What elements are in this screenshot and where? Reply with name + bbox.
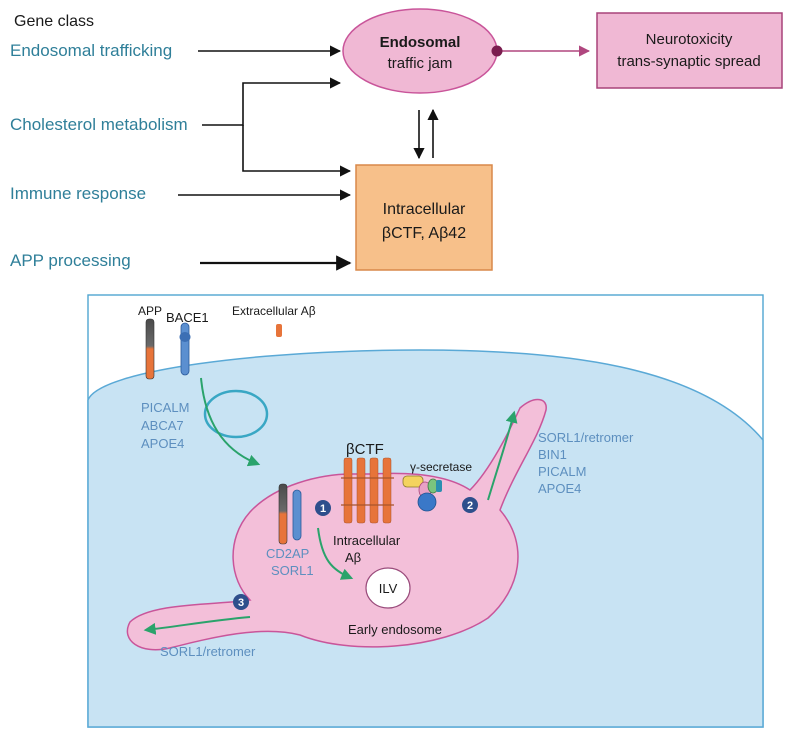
neurotoxicity-label-1: Neurotoxicity <box>646 31 733 48</box>
endosome-app-protein <box>278 483 288 545</box>
gene-cd2ap: CD2AP <box>266 546 309 561</box>
gene-class-panel: Gene class Endosomal trafficking Cholest… <box>10 13 188 270</box>
intracellular-abeta-label-2: Aβ <box>345 550 361 565</box>
gamma-secretase-label: γ-secretase <box>410 460 472 474</box>
gene-apoe4-2: APOE4 <box>538 481 581 496</box>
svg-text:1: 1 <box>320 503 326 515</box>
gamma-secretase-complex <box>402 475 442 512</box>
step-badge-3: 3 <box>233 594 249 610</box>
app-label: APP <box>138 304 162 318</box>
arrow-retrograde <box>143 616 251 635</box>
endosome-bace1-protein <box>292 489 302 541</box>
gene-bin1: BIN1 <box>538 447 567 462</box>
membrane-app-bace1: APP BACE1 Extracellular Aβ <box>138 304 316 380</box>
gene-class-endosomal: Endosomal trafficking <box>10 41 172 60</box>
gene-class-cholesterol: Cholesterol metabolism <box>10 115 188 134</box>
bctf-fragment <box>356 457 366 524</box>
early-endosome-label: Early endosome <box>348 622 442 637</box>
gene-apoe4: APOE4 <box>141 436 184 451</box>
intracellular-abeta-label-1: Intracellular <box>333 533 401 548</box>
traffic-jam-label-2: traffic jam <box>388 55 453 72</box>
neurotoxicity-node: Neurotoxicity trans-synaptic spread <box>596 12 783 89</box>
endosomal-traffic-jam-node: Endosomal traffic jam <box>342 8 498 94</box>
svg-text:3: 3 <box>238 597 244 609</box>
gene-sorl1-retromer-retrograde: SORL1/retromer <box>160 644 256 659</box>
arrow-endocytosis <box>200 377 261 467</box>
bace1-label: BACE1 <box>166 310 209 325</box>
ilv-vesicle <box>365 567 411 609</box>
gene-picalm-2: PICALM <box>538 464 586 479</box>
arrow-cholesterol-to-jam <box>202 77 342 126</box>
bctf-cluster <box>341 457 394 524</box>
intracellular-node: Intracellular βCTF, Aβ42 <box>355 164 493 271</box>
neurotoxicity-box <box>596 12 783 89</box>
bctf-fragment <box>343 457 353 524</box>
traffic-jam-ellipse <box>342 8 498 94</box>
bctf-fragment <box>369 457 379 524</box>
gene-sorl1-retromer: SORL1/retromer <box>538 430 634 445</box>
intracellular-label-1: Intracellular <box>383 201 466 218</box>
arrow-cholesterol-to-intracellular <box>242 125 352 177</box>
extracellular-abeta-label: Extracellular Aβ <box>232 304 316 318</box>
ilv-label: ILV <box>379 581 398 596</box>
app-protein <box>145 318 155 380</box>
neurotoxicity-label-2: trans-synaptic spread <box>617 53 760 70</box>
gene-class-header: Gene class <box>14 13 94 30</box>
bctf-label: βCTF <box>346 441 384 458</box>
intracellular-label-2: βCTF, Aβ42 <box>382 225 466 242</box>
bace1-domain <box>179 332 191 342</box>
intracellular-box <box>355 164 493 271</box>
endocytic-vesicle <box>203 389 269 439</box>
gene-abca7: ABCA7 <box>141 418 184 433</box>
gene-picalm: PICALM <box>141 400 189 415</box>
step-badge-1: 1 <box>315 500 331 516</box>
connector-arrows <box>178 45 439 271</box>
gene-class-app-processing: APP processing <box>10 251 131 270</box>
bace1-protein <box>180 322 190 376</box>
extracellular-abeta-peptide <box>276 324 282 337</box>
traffic-jam-label-1: Endosomal <box>380 34 461 51</box>
arrow-ilv-sorting <box>317 527 354 580</box>
step-badge-2: 2 <box>462 497 478 513</box>
gene-sorl1: SORL1 <box>271 563 314 578</box>
svg-text:2: 2 <box>467 500 473 512</box>
arrow-origin-dot <box>491 45 503 57</box>
bctf-fragment <box>382 457 392 524</box>
arrow-recycling <box>487 410 518 501</box>
gene-class-immune: Immune response <box>10 184 146 203</box>
